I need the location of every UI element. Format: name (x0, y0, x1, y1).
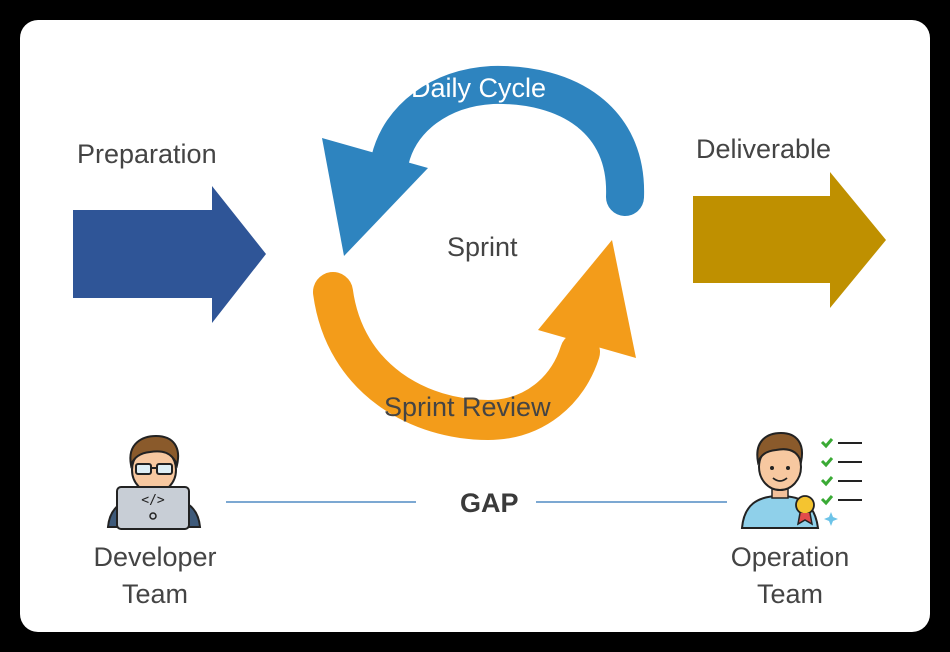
sprint-review-label: Sprint Review (384, 392, 551, 422)
deliverable-label: Deliverable (696, 134, 832, 164)
sprint-review-arrowhead (538, 240, 636, 358)
preparation-arrow (73, 186, 266, 323)
sprint-label: Sprint (447, 232, 518, 262)
developer-team-label-line2: Team (121, 579, 189, 609)
developer-team-label-line1: Developer (93, 542, 217, 572)
daily-cycle-arrowhead (322, 138, 428, 256)
operation-team-label-line2: Team (756, 579, 824, 609)
developer-with-laptop-icon: </> (106, 434, 202, 530)
daily-cycle-arrow-body (371, 65, 645, 216)
operator-with-checklist-icon (740, 431, 862, 529)
sprint-review-arrow-body (313, 272, 600, 441)
svg-text:</>: </> (141, 493, 165, 508)
daily-cycle-label: Daily Cycle (411, 73, 547, 103)
gap-label: GAP (460, 488, 519, 518)
deliverable-arrow (693, 172, 886, 308)
preparation-label: Preparation (77, 139, 217, 169)
operation-team-label-line1: Operation (730, 542, 850, 572)
